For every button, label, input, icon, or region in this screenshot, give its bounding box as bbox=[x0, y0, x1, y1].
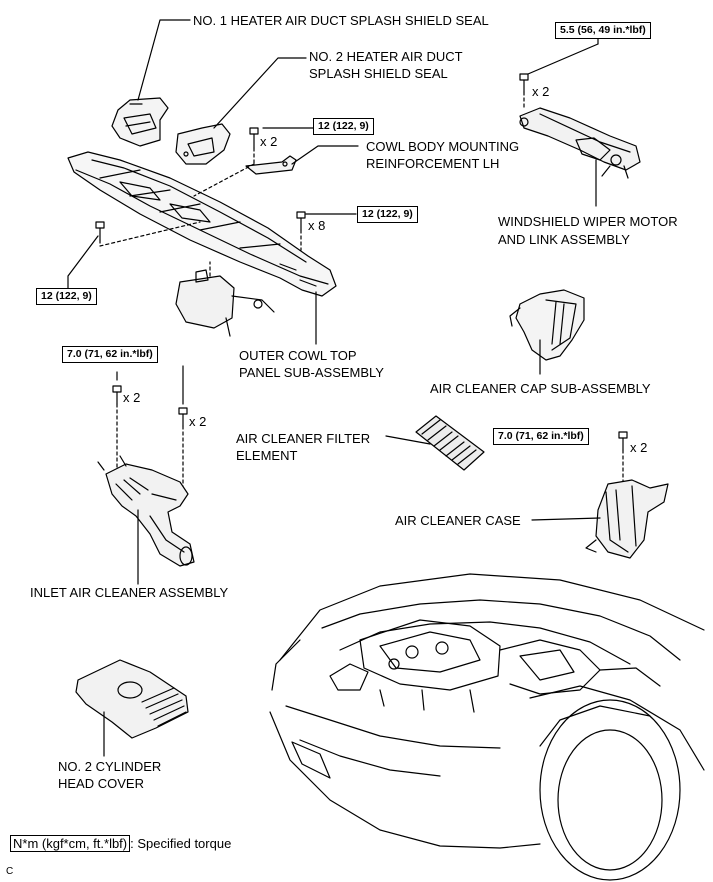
label-cowl-reinforcement-line2: REINFORCEMENT LH bbox=[366, 156, 500, 171]
qty-cowl: x 8 bbox=[308, 218, 326, 233]
label-filter-line2: ELEMENT bbox=[236, 448, 298, 463]
leader-case bbox=[531, 517, 601, 521]
leader-heater-seal-2 bbox=[213, 57, 307, 129]
legend-text: : Specified torque bbox=[130, 836, 232, 851]
air-cleaner-case-part bbox=[585, 479, 669, 559]
case-bolt bbox=[618, 431, 628, 451]
torque-legend: N*m (kgf*cm, ft.*lbf): Specified torque bbox=[10, 835, 232, 852]
torque-box-reinforcement: 12 (122, 9) bbox=[313, 118, 374, 135]
label-air-cleaner-case: AIR CLEANER CASE bbox=[395, 513, 521, 528]
outer-cowl-panel-part bbox=[67, 151, 337, 297]
label-filter-line1: AIR CLEANER FILTER bbox=[236, 431, 371, 446]
label-heater-seal-2-line2: SPLASH SHIELD SEAL bbox=[309, 66, 448, 81]
inlet-assembly-part bbox=[97, 455, 195, 567]
qty-case: x 2 bbox=[630, 440, 648, 455]
qty-reinforcement: x 2 bbox=[260, 134, 278, 149]
air-cleaner-cap-part bbox=[509, 289, 585, 361]
torque-box-cowl-left: 12 (122, 9) bbox=[36, 288, 97, 305]
label-cowl-reinforcement-line1: COWL BODY MOUNTING bbox=[366, 139, 520, 154]
label-air-cleaner-cap: AIR CLEANER CAP SUB-ASSEMBLY bbox=[430, 381, 651, 396]
head-cover-part bbox=[75, 659, 189, 739]
vehicle-front-part bbox=[269, 573, 705, 881]
label-head-cover-line1: NO. 2 CYLINDER bbox=[58, 759, 162, 774]
label-outer-cowl-line2: PANEL SUB-ASSEMBLY bbox=[239, 365, 384, 380]
label-heater-seal-2-line1: NO. 2 HEATER AIR DUCT bbox=[309, 49, 463, 64]
inlet-bolt-b bbox=[178, 407, 188, 427]
cowl-reinforcement-part bbox=[245, 155, 297, 175]
reinf-bolt bbox=[249, 127, 259, 149]
leader-filter bbox=[385, 435, 431, 445]
label-wiper-line2: AND LINK ASSEMBLY bbox=[498, 232, 630, 247]
torque-box-wiper: 5.5 (56, 49 in.*lbf) bbox=[555, 22, 651, 39]
reservoir-part bbox=[175, 269, 275, 337]
qty-inlet-a: x 2 bbox=[123, 390, 141, 405]
qty-inlet-b: x 2 bbox=[189, 414, 207, 429]
label-head-cover-line2: HEAD COVER bbox=[58, 776, 144, 791]
torque-box-cowl-right: 12 (122, 9) bbox=[357, 206, 418, 223]
legend-unit-box: N*m (kgf*cm, ft.*lbf) bbox=[10, 835, 131, 852]
leader-heater-seal-1 bbox=[137, 19, 191, 101]
label-heater-seal-1: NO. 1 HEATER AIR DUCT SPLASH SHIELD SEAL bbox=[193, 13, 489, 28]
wiper-bolt bbox=[519, 73, 529, 93]
qty-wiper: x 2 bbox=[532, 84, 550, 99]
inlet-bolt-a bbox=[112, 385, 122, 405]
heater-seal-1-part bbox=[111, 97, 169, 147]
torque-box-case: 7.0 (71, 62 in.*lbf) bbox=[493, 428, 589, 445]
label-outer-cowl-line1: OUTER COWL TOP bbox=[239, 348, 357, 363]
label-wiper-line1: WINDSHIELD WIPER MOTOR bbox=[498, 214, 678, 229]
label-inlet-assembly: INLET AIR CLEANER ASSEMBLY bbox=[30, 585, 229, 600]
heater-seal-2-part bbox=[175, 123, 231, 165]
wiper-motor-part bbox=[519, 107, 641, 179]
torque-box-inlet: 7.0 (71, 62 in.*lbf) bbox=[62, 346, 158, 363]
figure-code: C bbox=[6, 866, 14, 877]
cowl-right-bolt bbox=[296, 211, 306, 231]
cowl-left-bolt bbox=[95, 221, 105, 241]
leader-cowl-reinforcement bbox=[291, 145, 359, 165]
filter-element-part bbox=[415, 415, 485, 471]
